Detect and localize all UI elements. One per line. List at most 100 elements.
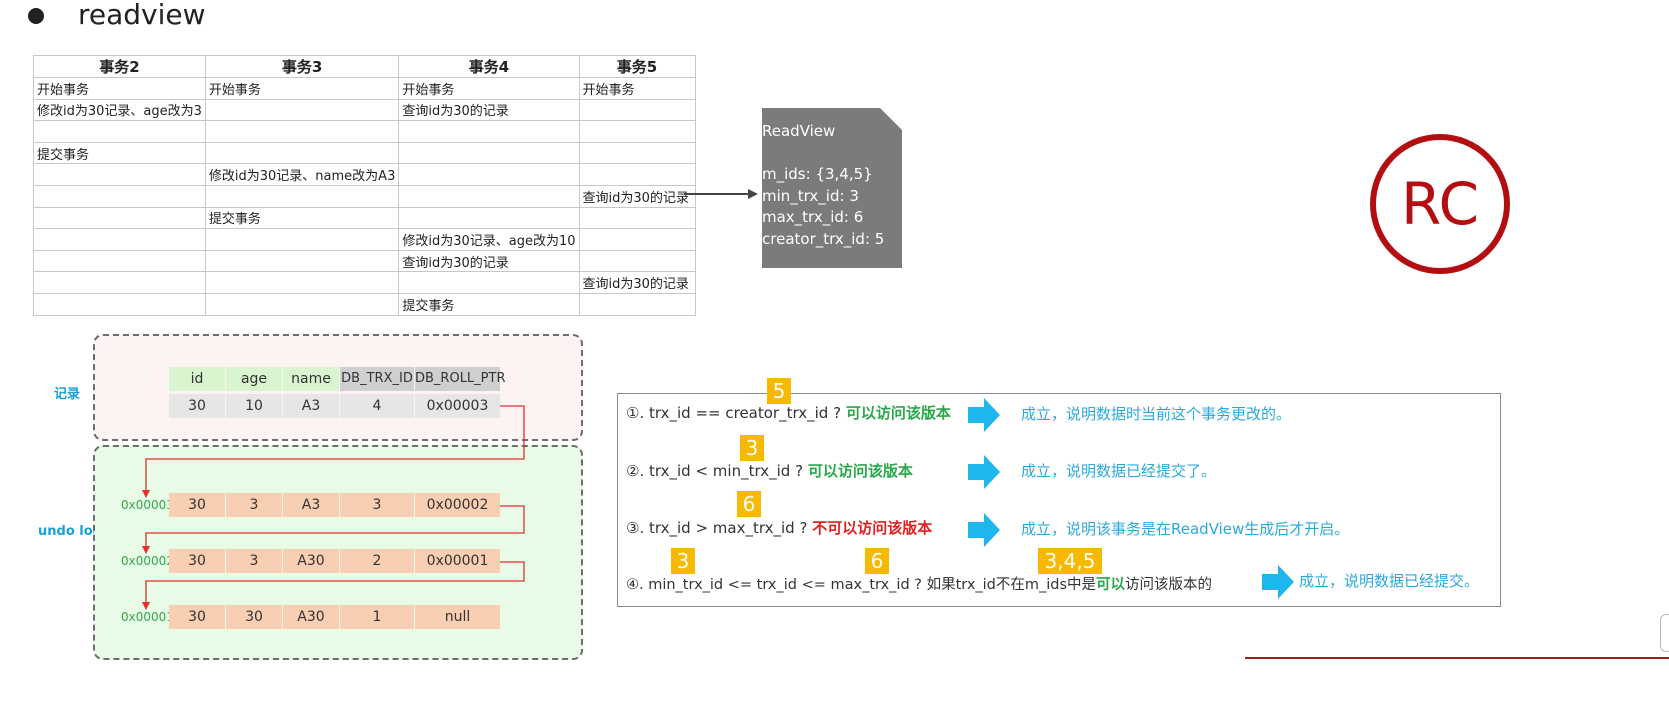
undo-row-pointer: 0x00001 bbox=[121, 610, 174, 624]
table-cell bbox=[204, 141, 400, 165]
undo-cell: 2 bbox=[340, 549, 414, 573]
table-row: 提交事务 bbox=[33, 206, 696, 230]
table-cell: 提交事务 bbox=[204, 206, 400, 230]
record-value-cell: A3 bbox=[283, 394, 339, 418]
undo-cell: A30 bbox=[283, 605, 339, 629]
record-label: 记录 bbox=[54, 387, 81, 402]
rule-condition: ③. trx_id > max_trx_id ? bbox=[626, 519, 808, 537]
rule-verdict: 可以 bbox=[1096, 577, 1126, 593]
visibility-rules-box bbox=[617, 393, 1501, 607]
undo-cell: 0x00002 bbox=[415, 493, 500, 517]
readview-max-trx-id: max_trx_id: 6 bbox=[762, 208, 864, 226]
table-cell bbox=[578, 120, 696, 143]
undo-cell: 1 bbox=[340, 605, 414, 629]
blue-arrow-icon bbox=[968, 455, 1000, 489]
table-row: 修改id为30记录、name改为A3 bbox=[33, 163, 696, 186]
record-value-cell: 10 bbox=[226, 394, 282, 418]
table-cell bbox=[578, 206, 696, 230]
table-cell bbox=[398, 120, 580, 143]
value-tag: 3,4,5 bbox=[1038, 548, 1102, 574]
rule-verdict: 可以访问该版本 bbox=[845, 404, 951, 422]
record-value-cell: 30 bbox=[169, 394, 225, 418]
table-cell: 提交事务 bbox=[398, 292, 580, 316]
undo-row-pointer: 0x00002 bbox=[121, 554, 174, 568]
blue-arrow-icon bbox=[1262, 565, 1294, 599]
table-row: 查询id为30的记录 bbox=[33, 184, 696, 208]
table-row bbox=[33, 120, 696, 143]
undo-cell: 0x00001 bbox=[415, 549, 500, 573]
value-tag: 3 bbox=[671, 548, 695, 574]
table-cell bbox=[578, 228, 696, 251]
pointer-arrow-icon bbox=[142, 561, 525, 610]
table-row: 修改id为30记录、age改为10 bbox=[33, 228, 696, 251]
rule-result: 成立，说明数据已经提交了。 bbox=[1021, 462, 1217, 480]
page-title: readview bbox=[78, 0, 206, 31]
table-cell bbox=[398, 163, 580, 186]
rule-result: 成立，说明数据已经提交。 bbox=[1299, 572, 1480, 590]
readview-min-trx-id: min_trx_id: 3 bbox=[762, 187, 859, 205]
rule-condition: ④. min_trx_id <= trx_id <= max_trx_id ? … bbox=[626, 577, 1097, 593]
undo-cell: 3 bbox=[226, 493, 282, 517]
table-cell: 开始事务 bbox=[578, 77, 696, 100]
record-header-cell: age bbox=[226, 367, 282, 391]
table-cell bbox=[204, 228, 400, 251]
pointer-arrow-icon bbox=[142, 405, 525, 498]
table-cell bbox=[204, 184, 400, 208]
table-cell: 修改id为30记录、age改为3 bbox=[33, 98, 206, 122]
table-cell: 查询id为30的记录 bbox=[398, 249, 580, 273]
table-cell bbox=[398, 184, 580, 208]
table-row: 提交事务 bbox=[33, 292, 696, 316]
transaction-table: 事务2 事务3 事务4 事务5 开始事务开始事务开始事务开始事务修改id为30记… bbox=[33, 55, 696, 316]
record-value-cell: 4 bbox=[340, 394, 414, 418]
undo-row-pointer: 0x00003 bbox=[121, 498, 174, 512]
table-cell bbox=[204, 292, 400, 316]
column-header: 事务4 bbox=[398, 55, 580, 78]
record-value-cell: 0x00003 bbox=[415, 394, 500, 418]
undo-cell: 3 bbox=[340, 493, 414, 517]
table-row: 提交事务 bbox=[33, 141, 696, 165]
table-row: 查询id为30的记录 bbox=[33, 271, 696, 294]
scroll-handle[interactable] bbox=[1660, 614, 1669, 652]
table-cell: 查询id为30的记录 bbox=[578, 184, 696, 208]
table-cell bbox=[578, 141, 696, 165]
table-cell: 修改id为30记录、name改为A3 bbox=[204, 163, 400, 186]
undo-cell: A30 bbox=[283, 549, 339, 573]
table-cell bbox=[204, 120, 400, 143]
value-tag: 6 bbox=[865, 548, 889, 574]
undo-cell: null bbox=[415, 605, 500, 629]
readview-card: ReadView m_ids: {3,4,5} min_trx_id: 3 ma… bbox=[762, 108, 902, 268]
rule-4: ④. min_trx_id <= trx_id <= max_trx_id ? … bbox=[626, 573, 1212, 594]
rule-verdict: 可以访问该版本 bbox=[807, 462, 913, 480]
divider bbox=[1245, 657, 1669, 659]
record-header-cell: name bbox=[283, 367, 339, 391]
rc-badge: RC bbox=[1370, 134, 1510, 274]
record-header-cell: id bbox=[169, 367, 225, 391]
rule-3: ③. trx_id > max_trx_id ? 不可以访问该版本 bbox=[626, 517, 932, 538]
undo-cell: A3 bbox=[283, 493, 339, 517]
pointer-arrow-icon bbox=[142, 505, 525, 554]
table-cell bbox=[398, 141, 580, 165]
table-cell: 查询id为30的记录 bbox=[578, 271, 696, 294]
undo-cell: 30 bbox=[226, 605, 282, 629]
bullet-icon bbox=[28, 8, 44, 24]
readview-m-ids: m_ids: {3,4,5} bbox=[762, 165, 873, 183]
table-cell bbox=[398, 206, 580, 230]
record-header-cell: DB_ROLL_PTR bbox=[415, 367, 506, 391]
rule-condition: ①. trx_id == creator_trx_id ? bbox=[626, 404, 842, 422]
readview-creator-trx-id: creator_trx_id: 5 bbox=[762, 230, 885, 248]
rule-2: ②. trx_id < min_trx_id ? 可以访问该版本 bbox=[626, 460, 913, 481]
record-header-cell: DB_TRX_ID bbox=[340, 367, 414, 391]
table-cell bbox=[578, 163, 696, 186]
value-tag: 6 bbox=[737, 491, 761, 517]
readview-title: ReadView bbox=[762, 122, 836, 140]
arrow-icon bbox=[684, 189, 758, 199]
table-cell: 修改id为30记录、age改为10 bbox=[398, 228, 580, 251]
rule-result: 成立，说明数据时当前这个事务更改的。 bbox=[1021, 405, 1292, 423]
undo-cell: 30 bbox=[169, 493, 225, 517]
rule-verdict: 不可以访问该版本 bbox=[812, 519, 933, 537]
undo-log-label: undo log bbox=[38, 524, 94, 539]
undo-cell: 30 bbox=[169, 605, 225, 629]
value-tag: 3 bbox=[740, 435, 764, 461]
blue-arrow-icon bbox=[968, 398, 1000, 432]
